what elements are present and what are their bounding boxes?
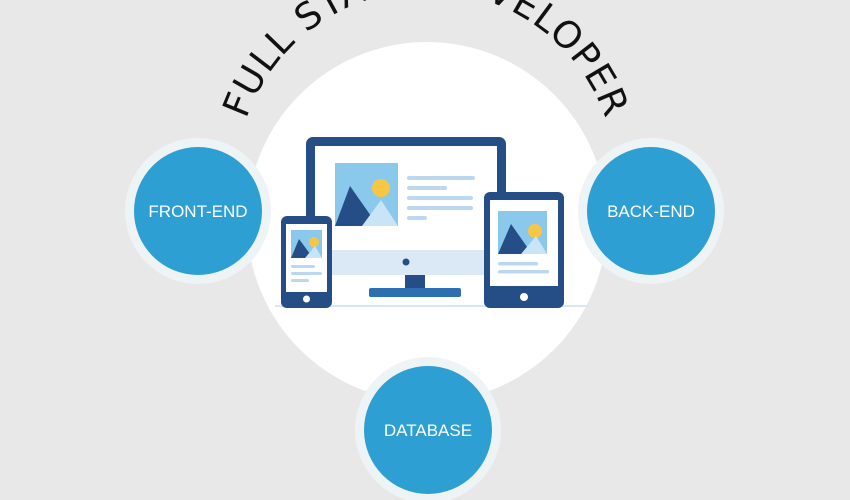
tablet-icon	[484, 192, 564, 308]
database-label: DATABASE	[384, 421, 472, 440]
device-ground-line	[275, 305, 589, 307]
monitor-icon	[306, 137, 506, 297]
back-end-node: BACK-END	[578, 138, 724, 284]
phone-icon	[281, 216, 332, 308]
front-end-node: FRONT-END	[125, 138, 271, 284]
database-node: DATABASE	[355, 357, 501, 500]
front-end-label: FRONT-END	[148, 202, 247, 221]
back-end-label: BACK-END	[607, 202, 695, 221]
database-node-circle	[364, 366, 492, 494]
back-end-node-circle	[587, 147, 715, 275]
front-end-node-circle	[134, 147, 262, 275]
